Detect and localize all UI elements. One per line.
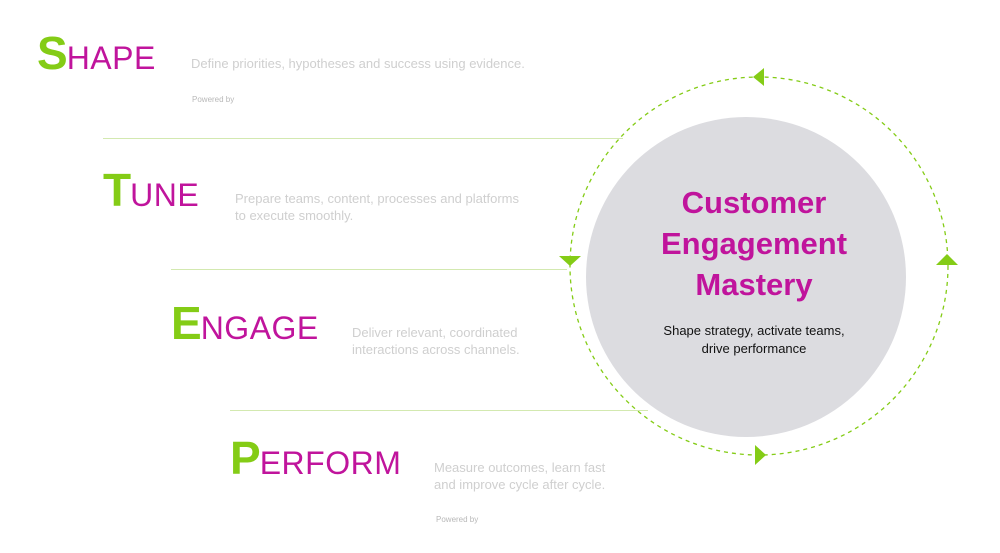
step-description-engage: Deliver relevant, coordinated interactio… bbox=[352, 324, 672, 358]
arrow-right-icon bbox=[755, 445, 766, 465]
step-description-perform: Measure outcomes, learn fast and improve… bbox=[434, 459, 754, 493]
core-subtitle-line: drive performance bbox=[701, 341, 807, 356]
description-line: Deliver relevant, coordinated bbox=[352, 325, 518, 340]
arrow-down-icon bbox=[559, 256, 581, 266]
description-line: Define priorities, hypotheses and succes… bbox=[191, 56, 525, 71]
step-initial: E bbox=[171, 297, 202, 349]
step-rest: HAPE bbox=[66, 40, 156, 76]
arrow-left-icon bbox=[753, 68, 764, 86]
description-line: and improve cycle after cycle. bbox=[434, 477, 606, 492]
step-rest: UNE bbox=[130, 177, 200, 213]
step-title-shape: SHAPE bbox=[37, 30, 156, 76]
step-rest: NGAGE bbox=[200, 310, 319, 346]
core-subtitle: Shape strategy, activate teams, drive pe… bbox=[610, 322, 898, 358]
step-initial: T bbox=[103, 164, 131, 216]
description-line: to execute smoothly. bbox=[235, 208, 354, 223]
core-subtitle-line: Shape strategy, activate teams, bbox=[663, 323, 845, 338]
step-title-perform: PERFORM bbox=[230, 435, 401, 481]
description-line: Prepare teams, content, processes and pl… bbox=[235, 191, 519, 206]
core-title-line: Engagement bbox=[660, 226, 848, 261]
step-initial: S bbox=[37, 27, 68, 79]
step-rest: ERFORM bbox=[259, 445, 402, 481]
divider-3 bbox=[230, 410, 648, 411]
arrow-up-icon bbox=[936, 254, 958, 265]
core-title: Customer Engagement Mastery bbox=[600, 182, 908, 305]
powered-by-label: Powered by bbox=[192, 95, 235, 104]
divider-2 bbox=[171, 269, 567, 270]
step-title-engage: ENGAGE bbox=[171, 300, 319, 346]
core-title-line: Customer bbox=[681, 185, 827, 220]
description-line: Measure outcomes, learn fast bbox=[434, 460, 606, 475]
step-description-shape: Define priorities, hypotheses and succes… bbox=[191, 55, 571, 72]
step-initial: P bbox=[230, 432, 261, 484]
description-line: interactions across channels. bbox=[352, 342, 520, 357]
powered-by-label: Powered by bbox=[436, 515, 479, 524]
divider-1 bbox=[103, 138, 623, 139]
step-description-tune: Prepare teams, content, processes and pl… bbox=[235, 190, 555, 224]
step-title-tune: TUNE bbox=[103, 167, 199, 213]
core-title-line: Mastery bbox=[695, 267, 813, 302]
core-circle bbox=[586, 117, 906, 437]
